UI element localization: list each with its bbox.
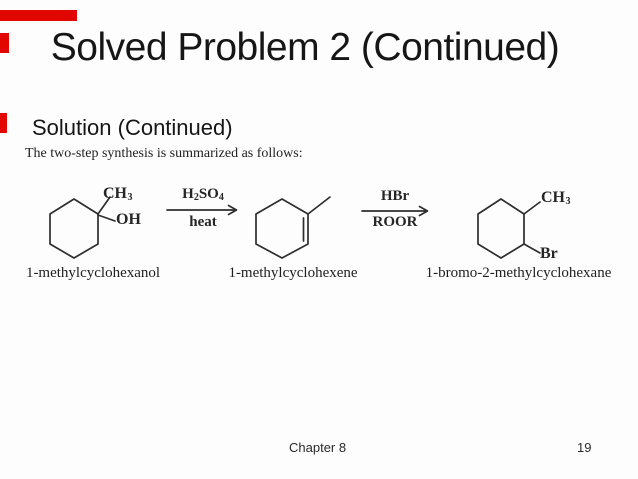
ch3-subscript: 3 bbox=[565, 196, 571, 207]
arrow-head-1 bbox=[229, 206, 237, 215]
h2so4-part1: H bbox=[182, 186, 194, 202]
footer-chapter-label: Chapter 8 bbox=[289, 440, 347, 455]
red-accent-bar-left-upper bbox=[0, 33, 9, 53]
compound-label-2: 1-methylcyclohexene bbox=[228, 265, 358, 281]
ch3-label-structure1: CH3 bbox=[103, 185, 133, 203]
condition-roor: ROOR bbox=[372, 214, 418, 230]
slide-subtitle: Solution (Continued) bbox=[32, 115, 233, 140]
ch3-subscript: 3 bbox=[127, 192, 133, 203]
cyclohexane-ring-3 bbox=[478, 199, 524, 258]
arrow-head-2 bbox=[420, 207, 428, 216]
compound-label-3: 1-bromo-2-methylcyclohexane bbox=[425, 265, 612, 281]
h2so4-sub2: 4 bbox=[218, 192, 224, 203]
molecule-1-bromo-2-methylcyclohexane bbox=[478, 199, 540, 258]
ch3-label-structure3: CH3 bbox=[541, 189, 571, 207]
molecule-1-methylcyclohexene bbox=[256, 197, 330, 258]
reagent-hbr: HBr bbox=[380, 188, 410, 204]
red-accent-bar-top bbox=[0, 10, 77, 21]
bond-to-methyl-2 bbox=[308, 197, 330, 214]
compound-label-1: 1-methylcyclohexanol bbox=[25, 265, 161, 281]
reaction-arrow-step1 bbox=[167, 206, 237, 215]
bond-to-br-3 bbox=[524, 244, 540, 253]
cyclohexane-ring-1 bbox=[50, 199, 98, 258]
h2so4-part2: SO bbox=[198, 186, 219, 202]
condition-heat: heat bbox=[189, 214, 217, 230]
bond-to-oh-1 bbox=[98, 215, 115, 221]
h2so4-sub1: 2 bbox=[193, 192, 199, 203]
reagent-h2so4: H2SO4 bbox=[168, 186, 238, 203]
bond-to-ch3-3 bbox=[524, 202, 540, 214]
bond-to-ch3-1 bbox=[98, 197, 110, 214]
intro-text: The two-step synthesis is summarized as … bbox=[25, 146, 303, 161]
molecule-1-methylcyclohexanol bbox=[50, 197, 115, 258]
slide-title: Solved Problem 2 (Continued) bbox=[50, 26, 560, 69]
red-accent-bar-left-lower bbox=[0, 113, 7, 133]
oh-label-structure1: OH bbox=[116, 211, 141, 228]
reaction-arrow-step2 bbox=[362, 207, 428, 216]
ch3-main: CH bbox=[103, 185, 127, 202]
br-label-structure3: Br bbox=[540, 245, 558, 262]
ch3-main: CH bbox=[541, 189, 565, 206]
footer-page-number: 19 bbox=[577, 440, 592, 455]
cyclohexene-ring bbox=[256, 199, 308, 258]
